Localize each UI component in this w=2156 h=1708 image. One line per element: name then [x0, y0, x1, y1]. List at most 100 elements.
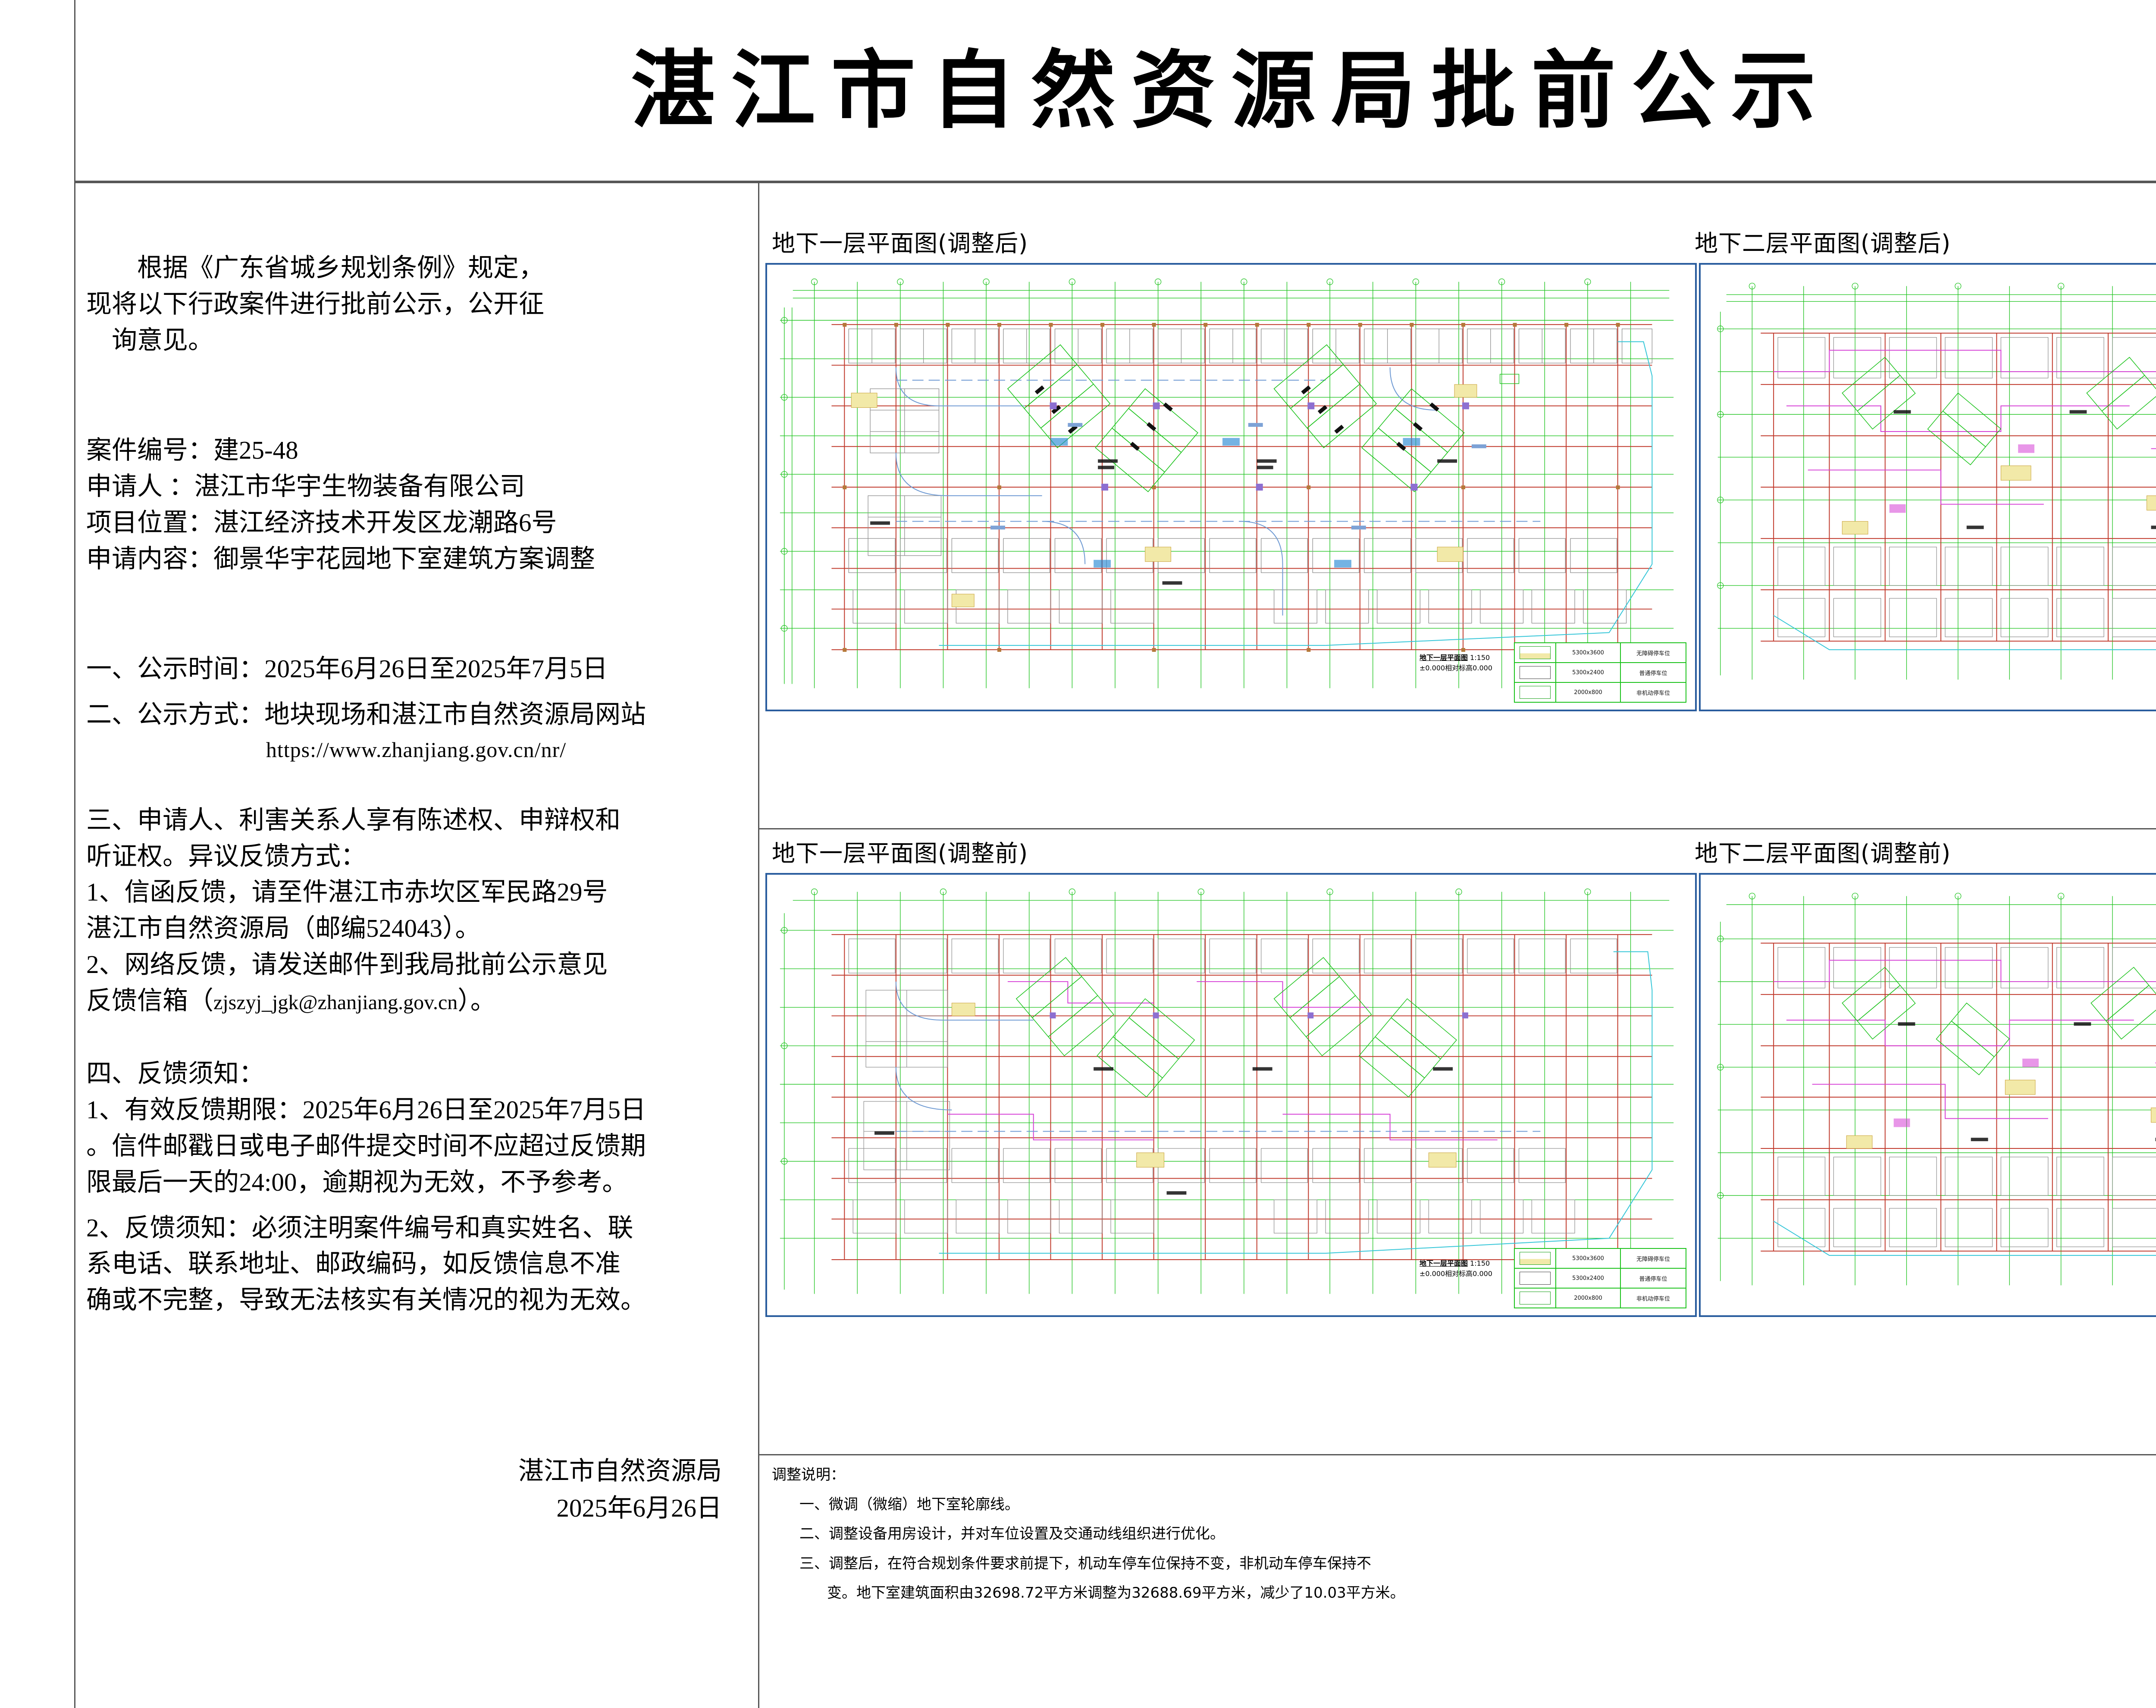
legend-size-accessible: 5300x3600: [1556, 643, 1621, 663]
legend-swatch-accessible: [1515, 1249, 1556, 1269]
applicant-label: 申请人 ：: [86, 472, 194, 501]
cad-vector-b2-after: [1717, 283, 2156, 680]
case-fields: 案件编号：建25-48 申请人 ：湛江市华宇生物装备有限公司 项目位置：湛江经济…: [86, 432, 746, 577]
adjustment-notes-heading: 调整说明：: [772, 1466, 845, 1483]
cad-drawing-b2-before[interactable]: 5300x3600 无障碍停车位 5300x2400 普通停车位 2000x80…: [1699, 873, 2156, 1317]
legend-swatch-bicycle: [1515, 1289, 1556, 1308]
publicity-website-url[interactable]: https://www.zhanjiang.gov.cn/nr/: [266, 737, 567, 762]
cad-canvas-b1-before: [767, 875, 1695, 1315]
applicant-value: 湛江市华宇生物装备有限公司: [194, 472, 525, 501]
signature-organization: 湛江市自然资源局: [518, 1457, 722, 1485]
adjustment-note-item-1: 一、微调（微缩）地下室轮廓线。: [799, 1495, 1019, 1513]
plan-scale-label: 地下一层平面图: [1419, 1259, 1468, 1267]
cad-canvas-b2-after: [1701, 265, 2156, 710]
case-number-label: 案件编号：: [86, 436, 214, 465]
adjustment-note-item-3-line-2: 变。地下室建筑面积由32698.72平方米调整为32688.69平方米，减少了1…: [827, 1584, 1405, 1602]
legend-swatch-bicycle: [1515, 683, 1556, 702]
case-number-value: 建25-48: [213, 436, 298, 465]
adjustment-note-item-2: 二、调整设备用房设计，并对车位设置及交通动线组织进行优化。: [799, 1525, 1225, 1542]
legend-size-accessible: 5300x3600: [1556, 1249, 1621, 1269]
intro-line-3: 询意见。: [112, 325, 214, 354]
legend-swatch-accessible: [1515, 643, 1556, 663]
header-frame: [74, 0, 2156, 182]
drawing-title-b1-after: 地下一层平面图(调整后): [772, 230, 1028, 257]
body-frame: [74, 182, 2156, 1708]
intro-line-1: 根据《广东省城乡规划条例》规定，: [137, 253, 545, 282]
parking-legend-b1-after: 5300x3600 无障碍停车位 5300x2400 普通停车位 2000x80…: [1514, 642, 1686, 703]
legend-label-bicycle: 非机动停车位: [1636, 1295, 1670, 1302]
page-title-text: 湛江市自然资源局批前公示: [630, 42, 1831, 140]
section-4-feedback-notice: 四、反馈须知： 1、有效反馈期限：2025年6月26日至2025年7月5日 。信…: [86, 1056, 746, 1318]
cad-vector-b2-before: [1717, 893, 2156, 1286]
legend-label-accessible: 无障碍停车位: [1621, 643, 1686, 663]
feedback-email-address[interactable]: zjszyj_jgk@zhanjiang.gov.cn: [213, 991, 458, 1014]
content-row: 申请内容：御景华宇花园地下室建筑方案调整: [86, 541, 746, 577]
intro-paragraph: 根据《广东省城乡规划条例》规定， 现将以下行政案件进行批前公示，公开征 询意见。: [86, 250, 746, 358]
accessible-stall-swatch-icon: [1520, 1252, 1551, 1265]
cad-canvas-b2-before: [1701, 875, 2156, 1315]
cad-drawing-b1-after[interactable]: 5300x3600 无障碍停车位 5300x2400 普通停车位 2000x80…: [765, 263, 1697, 711]
parking-legend-b1-before: 5300x3600 无障碍停车位 5300x2400 普通停车位 2000x80…: [1514, 1248, 1686, 1308]
legend-swatch-standard: [1515, 663, 1556, 683]
section-2-publicity-method: 二、公示方式：地块现场和湛江市自然资源局网站: [86, 700, 646, 729]
location-label: 项目位置：: [86, 508, 214, 537]
legend-swatch-standard: [1515, 1269, 1556, 1289]
location-value: 湛江经济技术开发区龙潮路6号: [213, 508, 557, 537]
plan-elevation-value: ±0.000相对标高0.000: [1419, 1270, 1492, 1278]
column-divider: [758, 182, 759, 1708]
legend-label-accessible: 无障碍停车位: [1621, 1249, 1686, 1269]
legend-label-standard: 普通停车位: [1621, 1269, 1686, 1289]
cad-vector-b1-after: [780, 278, 1674, 688]
accessible-stall-swatch-icon: [1520, 646, 1551, 659]
signature-block: 湛江市自然资源局 2025年6月26日: [86, 1453, 746, 1527]
cad-drawing-b2-after[interactable]: 5300x3600 无障碍停车位 5300x2400 普通停车位 2000x80…: [1699, 263, 2156, 711]
section-3-item-2-line-2: 反馈信箱（zjszyj_jgk@zhanjiang.gov.cn）。: [86, 983, 746, 1019]
section-4-item-1-line-3: 限最后一天的24:00，逾期视为无效，不予参考。: [86, 1167, 628, 1196]
feedback-mailbox-prefix: 反馈信箱（: [86, 986, 214, 1015]
feedback-mailbox-suffix: ）。: [458, 986, 496, 1015]
cad-canvas-b1-after: [767, 265, 1695, 710]
legend-label-standard: 普通停车位: [1621, 663, 1686, 683]
page-title: 湛江市自然资源局批前公示: [74, 0, 2156, 182]
plan-scale-annotation-b1-before: 地下一层平面图 1:150 ±0.000相对标高0.000: [1420, 1258, 1492, 1278]
adjustment-note-item-3-line-1: 三、调整后，在符合规划条件要求前提下，机动车停车位保持不变，非机动车停车保持不: [799, 1555, 1371, 1572]
section-4-item-1-line-1: 1、有效反馈期限：2025年6月26日至2025年7月5日: [86, 1095, 646, 1124]
section-3-line-1: 三、申请人、利害关系人享有陈述权、申辩权和: [86, 805, 621, 834]
section-4-item-2-line-1: 2、反馈须知：必须注明案件编号和真实姓名、联: [86, 1213, 633, 1242]
standard-stall-swatch-icon: [1520, 1272, 1551, 1285]
cad-drawing-b1-before[interactable]: 5300x3600 无障碍停车位 5300x2400 普通停车位 2000x80…: [765, 873, 1697, 1317]
plan-scale-label: 地下一层平面图: [1419, 654, 1468, 662]
section-3-item-1-line-2: 湛江市自然资源局（邮编524043）。: [86, 914, 481, 943]
section-3-rights: 三、申请人、利害关系人享有陈述权、申辩权和 听证权。异议反馈方式： 1、信函反馈…: [86, 802, 746, 1019]
drawing-title-b2-before: 地下二层平面图(调整前): [1695, 840, 1951, 867]
section-1-publicity-period: 一、公示时间：2025年6月26日至2025年7月5日: [86, 654, 608, 683]
section-3-item-1-line-1: 1、信函反馈，请至件湛江市赤坎区军民路29号: [86, 878, 608, 907]
bicycle-stall-swatch-icon: [1520, 1292, 1551, 1304]
plan-elevation-value: ±0.000相对标高0.000: [1419, 664, 1492, 672]
signature-date: 2025年6月26日: [556, 1493, 722, 1522]
notes-divider: [758, 1454, 2156, 1455]
intro-line-2: 现将以下行政案件进行批前公示，公开征: [86, 289, 545, 318]
legend-size-bicycle: 2000x800: [1556, 1289, 1621, 1308]
plan-scale-value: 1:150: [1470, 1259, 1490, 1267]
applicant-row: 申请人 ：湛江市华宇生物装备有限公司: [86, 469, 746, 505]
section-4-item-2-line-3: 确或不完整，导致无法核实有关情况的视为无效。: [86, 1286, 646, 1314]
location-row: 项目位置：湛江经济技术开发区龙潮路6号: [86, 505, 746, 541]
content-label: 申请内容：: [86, 544, 214, 573]
drawing-row-divider: [758, 828, 2156, 829]
case-number-row: 案件编号：建25-48: [86, 432, 746, 469]
plan-scale-annotation-b1-after: 地下一层平面图 1:150 ±0.000相对标高0.000: [1420, 652, 1492, 673]
drawing-title-b1-before: 地下一层平面图(调整前): [772, 840, 1028, 867]
section-3-line-2: 听证权。异议反馈方式：: [86, 841, 367, 870]
drawing-title-b2-after: 地下二层平面图(调整后): [1695, 230, 1951, 257]
standard-stall-swatch-icon: [1520, 666, 1551, 679]
section-3-item-2-line-1: 2、网络反馈，请发送邮件到我局批前公示意见: [86, 950, 608, 979]
legend-size-standard: 5300x2400: [1556, 1269, 1621, 1289]
plan-scale-value: 1:150: [1470, 654, 1490, 662]
legend-size-standard: 5300x2400: [1556, 663, 1621, 683]
section-4-item-1-line-2: 。信件邮戳日或电子邮件提交时间不应超过反馈期: [86, 1132, 646, 1161]
legend-size-bicycle: 2000x800: [1556, 683, 1621, 702]
cad-vector-b1-before: [780, 888, 1674, 1294]
content-value: 御景华宇花园地下室建筑方案调整: [213, 544, 595, 573]
